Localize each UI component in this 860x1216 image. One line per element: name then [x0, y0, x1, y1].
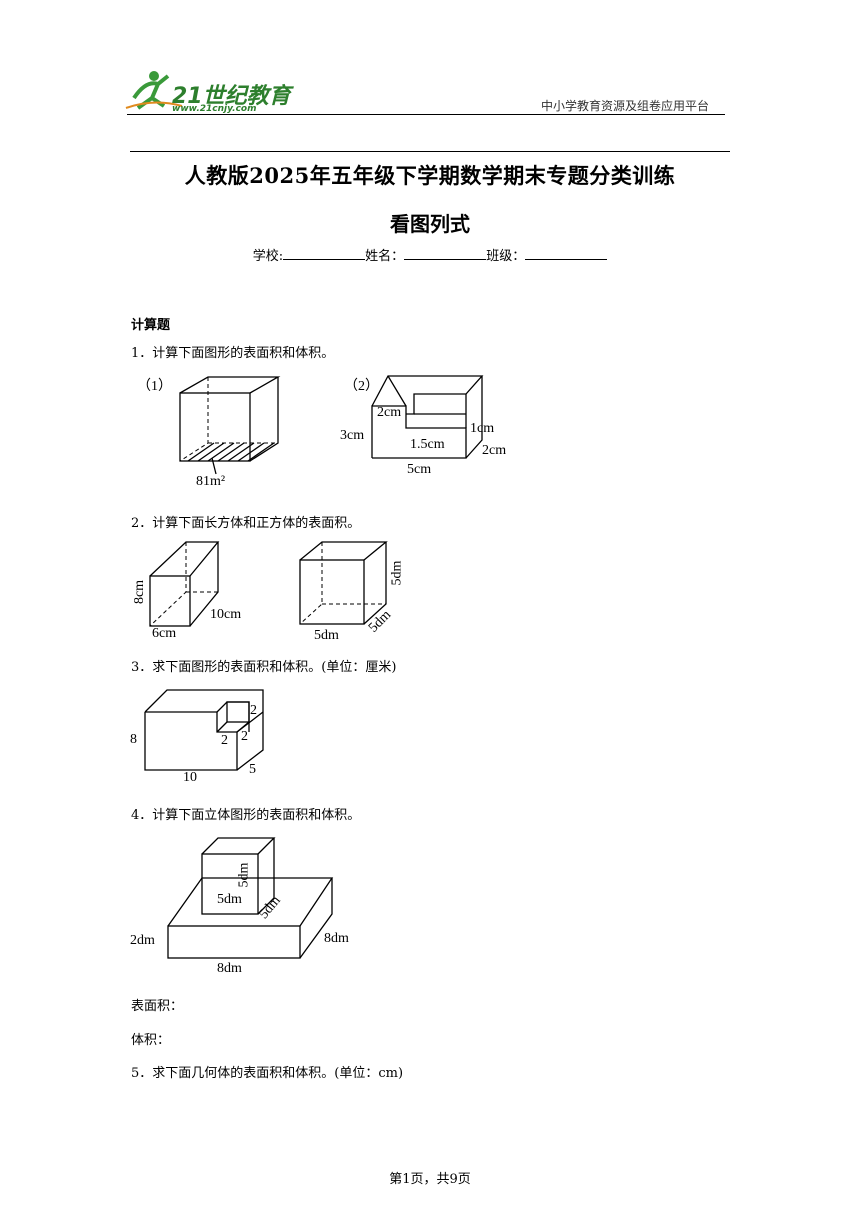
q1-area-label: 81m²: [196, 474, 226, 489]
logo-main-text: 21世纪教育: [172, 84, 291, 109]
q1-cube-figure: [179, 376, 281, 462]
q1-label-1: （1）: [137, 379, 172, 394]
q2-cube-height-label: 5dm: [389, 560, 405, 586]
q1-dim-3cm: 3cm: [340, 428, 365, 443]
q2-cuboid-figure: [149, 541, 220, 627]
class-blank[interactable]: [525, 247, 608, 260]
q1-label-2: （2）: [344, 379, 379, 394]
q2-length-label: 10cm: [210, 607, 242, 622]
q2-width-label: 6cm: [152, 626, 177, 641]
q1-dim-1cm: 1cm: [470, 421, 495, 436]
q4-base-depth-label: 8dm: [324, 931, 349, 946]
logo-url-text: www.21cnjy.com: [172, 104, 257, 114]
q4-cube-width-label: 5dm: [217, 892, 242, 907]
student-info: 学校: 姓名： 班级：: [0, 245, 860, 264]
q4-base-width-label: 8dm: [217, 961, 242, 976]
school-label: 学校:: [252, 249, 284, 264]
header-divider: [127, 114, 725, 115]
question-2: 2．计算下面长方体和正方体的表面积。: [131, 516, 361, 531]
q2-height-label: 8cm: [132, 579, 148, 605]
q1-area-pointer: [211, 457, 217, 475]
name-label: 姓名：: [365, 249, 405, 264]
q2-cube-width-label: 5dm: [314, 628, 339, 643]
school-blank[interactable]: [283, 247, 366, 260]
question-3: 3．求下面图形的表面积和体积。(单位：厘米): [131, 660, 397, 675]
q3-notch-a-label: 2: [250, 703, 257, 718]
q3-notched-box-figure: [144, 689, 264, 771]
q1-dim-2cm-depth: 2cm: [482, 443, 507, 458]
q3-height-label: 8: [130, 732, 137, 747]
class-label: 班级：: [486, 249, 526, 264]
volume-answer: 体积：: [131, 1033, 171, 1048]
q1-dim-1-5cm: 1.5cm: [410, 437, 445, 452]
q1-dim-2cm: 2cm: [377, 405, 402, 420]
q1-stepped-box-figure: [371, 375, 484, 459]
q4-stacked-cubes-figure: [167, 837, 334, 959]
title-rule: [130, 151, 730, 152]
q3-notch-b-label: 2: [221, 733, 228, 748]
page-footer: 第1页，共9页: [389, 1172, 471, 1187]
name-blank[interactable]: [404, 247, 487, 260]
q4-base-height-label: 2dm: [130, 933, 155, 948]
q1-dim-5cm: 5cm: [407, 462, 432, 477]
surface-area-answer: 表面积：: [131, 999, 184, 1014]
section-heading: 计算题: [131, 318, 171, 333]
platform-name: 中小学教育资源及组卷应用平台: [541, 99, 710, 113]
page-title: 人教版2025年五年级下学期数学期末专题分类训练: [184, 163, 676, 188]
question-1: 1．计算下面图形的表面积和体积。: [131, 346, 335, 361]
question-4: 4．计算下面立体图形的表面积和体积。: [131, 808, 361, 823]
q3-depth-label: 5: [249, 762, 256, 777]
question-5: 5．求下面几何体的表面积和体积。(单位：cm): [131, 1066, 404, 1081]
page-subtitle: 看图列式: [390, 212, 470, 236]
q2-cube-figure: [299, 541, 388, 625]
q4-cube-height-label: 5dm: [236, 862, 252, 888]
q3-length-label: 10: [183, 770, 197, 785]
runner-logo-icon: [125, 71, 183, 110]
q3-notch-c-label: 2: [241, 729, 248, 744]
